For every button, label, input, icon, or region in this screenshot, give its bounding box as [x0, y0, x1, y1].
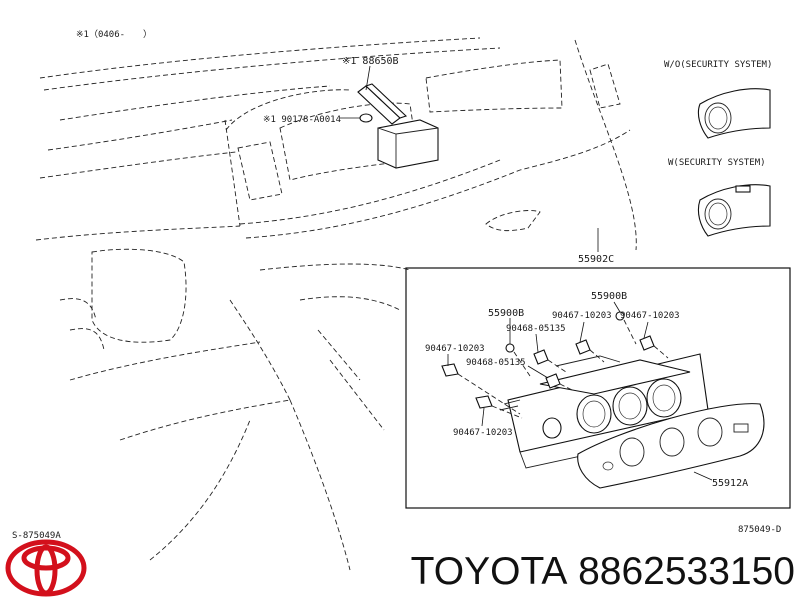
label-90467-c: 90467-10203	[425, 344, 485, 354]
top-note: ※1（0406- ）	[76, 29, 152, 40]
part-88650b-drawing	[357, 83, 439, 169]
part-number: 8862533150	[578, 550, 795, 593]
insert-without-security	[697, 88, 771, 139]
label-90467-a: 90467-10203	[552, 311, 612, 321]
label-90467-b: 90467-10203	[620, 311, 680, 321]
brand-name: TOYOTA	[410, 550, 566, 593]
ref-left: S-875049A	[12, 531, 61, 541]
label-88650b: ※1 88650B	[342, 56, 399, 67]
label-90468-a: 90468-05135	[506, 324, 566, 334]
label-55900b-right: 55900B	[591, 291, 627, 302]
dashboard-outline	[35, 37, 637, 571]
label-90178: ※1 90178-A0014	[263, 115, 341, 125]
label-55902c: 55902C	[578, 254, 614, 265]
bezel-55912a	[577, 403, 765, 489]
footer-brand-line: TOYOTA 8862533150	[370, 548, 795, 596]
control-panel-assembly	[499, 353, 711, 469]
label-without-security: W/O(SECURITY SYSTEM)	[664, 60, 772, 70]
ref-right: 875049-D	[738, 525, 781, 535]
detail-box	[405, 267, 791, 509]
label-90468-b: 90468-05135	[466, 358, 526, 368]
label-55900b-left: 55900B	[488, 308, 524, 319]
label-55912a: 55912A	[712, 478, 748, 489]
toyota-logo-icon	[5, 539, 87, 597]
insert-with-security	[697, 184, 771, 237]
label-90467-d: 90467-10203	[453, 428, 513, 438]
label-with-security: W(SECURITY SYSTEM)	[668, 158, 766, 168]
clip-parts	[441, 311, 669, 419]
